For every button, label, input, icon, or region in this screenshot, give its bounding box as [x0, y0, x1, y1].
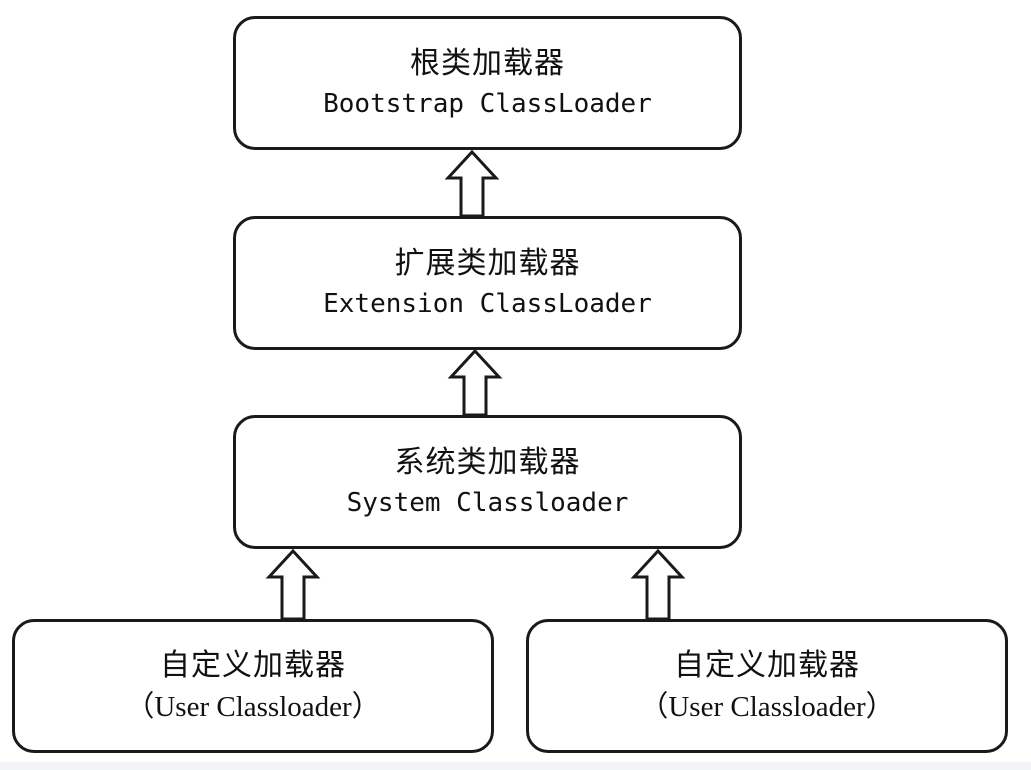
extension-node-en-label: Extension ClassLoader	[323, 289, 652, 319]
system-classloader-node: 系统类加载器 System Classloader	[233, 415, 742, 549]
bootstrap-classloader-node: 根类加载器 Bootstrap ClassLoader	[233, 16, 742, 150]
system-node-en-label: System Classloader	[346, 488, 629, 518]
extension-classloader-node: 扩展类加载器 Extension ClassLoader	[233, 216, 742, 350]
arrow-extension-to-bootstrap-icon	[444, 149, 500, 218]
arrow-user-right-to-system-icon	[630, 548, 686, 621]
user-right-node-en-label: （User Classloader）	[639, 691, 895, 723]
user-left-node-en-label: （User Classloader）	[125, 691, 381, 723]
arrow-system-to-extension-icon	[447, 348, 503, 417]
bootstrap-node-en-label: Bootstrap ClassLoader	[323, 89, 652, 119]
bootstrap-node-cn-label: 根类加载器	[410, 46, 565, 81]
system-node-cn-label: 系统类加载器	[394, 445, 581, 480]
user-classloader-node-right: 自定义加载器 （User Classloader）	[526, 619, 1008, 753]
bottom-edge-band	[0, 762, 1031, 770]
user-right-node-cn-label: 自定义加载器	[674, 648, 860, 683]
extension-node-cn-label: 扩展类加载器	[394, 246, 581, 281]
user-left-node-cn-label: 自定义加载器	[160, 648, 346, 683]
arrow-user-left-to-system-icon	[265, 548, 321, 621]
user-classloader-node-left: 自定义加载器 （User Classloader）	[12, 619, 494, 753]
